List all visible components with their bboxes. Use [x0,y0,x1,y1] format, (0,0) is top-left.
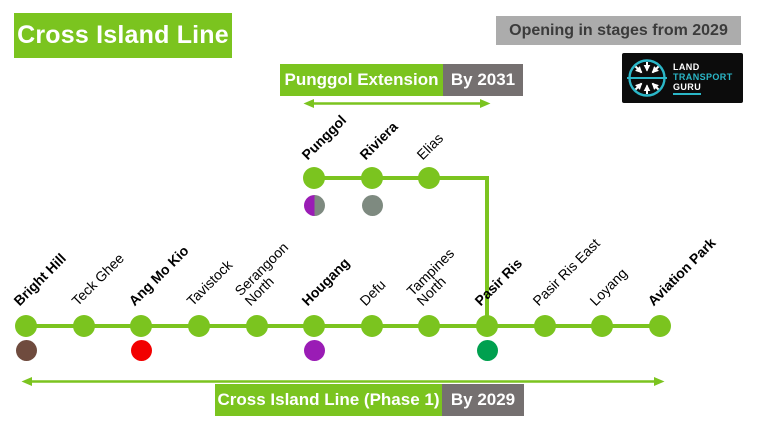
station-circle-pasir-ris [476,315,498,337]
station-circle-hougang [303,315,325,337]
punggol-extension-date: By 2031 [443,64,523,96]
ltg-logo-line-1: LAND [673,61,700,72]
interchange-dot-ang-mo-kio [130,340,152,361]
interchange-dot-hougang [303,340,325,361]
interchange-dot-pasir-ris [476,340,498,361]
punggol-extension-label: Punggol Extension [280,64,443,96]
phase1-date: By 2029 [442,384,524,416]
extension-extent-arrow [303,99,491,108]
station-circle-loyang [591,315,613,337]
station-circle-serangoon-north [246,315,268,337]
station-label-tavistock: Tavistock [183,256,236,309]
station-label-punggol: Punggol [298,111,350,163]
punggol-extension-banner: Punggol Extension By 2031 [280,64,523,96]
ltg-logo-text: LAND TRANSPORT GURU [673,62,733,95]
interchange-dot-punggol [303,194,325,216]
station-label-hougang: Hougang [298,254,353,309]
station-circle-bright-hill [15,315,37,337]
phase1-label: Cross Island Line (Phase 1) [215,384,442,416]
station-label-aviation-park: Aviation Park [644,234,719,309]
station-circle-defu [361,315,383,337]
station-label-teck-ghee: Teck Ghee [68,250,128,309]
ltg-logo-line-3: GURU [673,82,702,95]
station-circle-punggol [303,167,325,189]
station-label-loyang: Loyang [586,264,631,309]
phase1-extent-arrow [21,377,665,386]
station-circle-tavistock [188,315,210,337]
station-label-defu: Defu [356,276,389,309]
station-circle-aviation-park [649,315,671,337]
ltg-wheel-icon [627,59,667,97]
main-line [26,324,660,328]
phase1-banner: Cross Island Line (Phase 1) By 2029 [215,384,524,416]
punggol-branch-line [314,176,489,180]
station-label-ang-mo-kio: Ang Mo Kio [125,242,192,309]
station-label-pasir-ris: Pasir Ris [471,255,526,309]
station-circle-tampines-north [418,315,440,337]
station-label-elias: Elias [413,129,447,163]
station-circle-ang-mo-kio [130,315,152,337]
station-circle-teck-ghee [73,315,95,337]
opening-note: Opening in stages from 2029 [496,16,741,45]
land-transport-guru-logo: LAND TRANSPORT GURU [622,53,743,103]
interchange-dot-bright-hill [15,340,37,361]
page-title: Cross Island Line [14,13,232,58]
interchange-dot-riviera [361,194,383,216]
branch-connector-line [485,176,489,326]
station-label-bright-hill: Bright Hill [10,250,70,309]
station-label-riviera: Riviera [356,118,401,163]
station-circle-pasir-ris-east [534,315,556,337]
station-circle-riviera [361,167,383,189]
station-circle-elias [418,167,440,189]
ltg-logo-line-2: TRANSPORT [673,71,733,82]
